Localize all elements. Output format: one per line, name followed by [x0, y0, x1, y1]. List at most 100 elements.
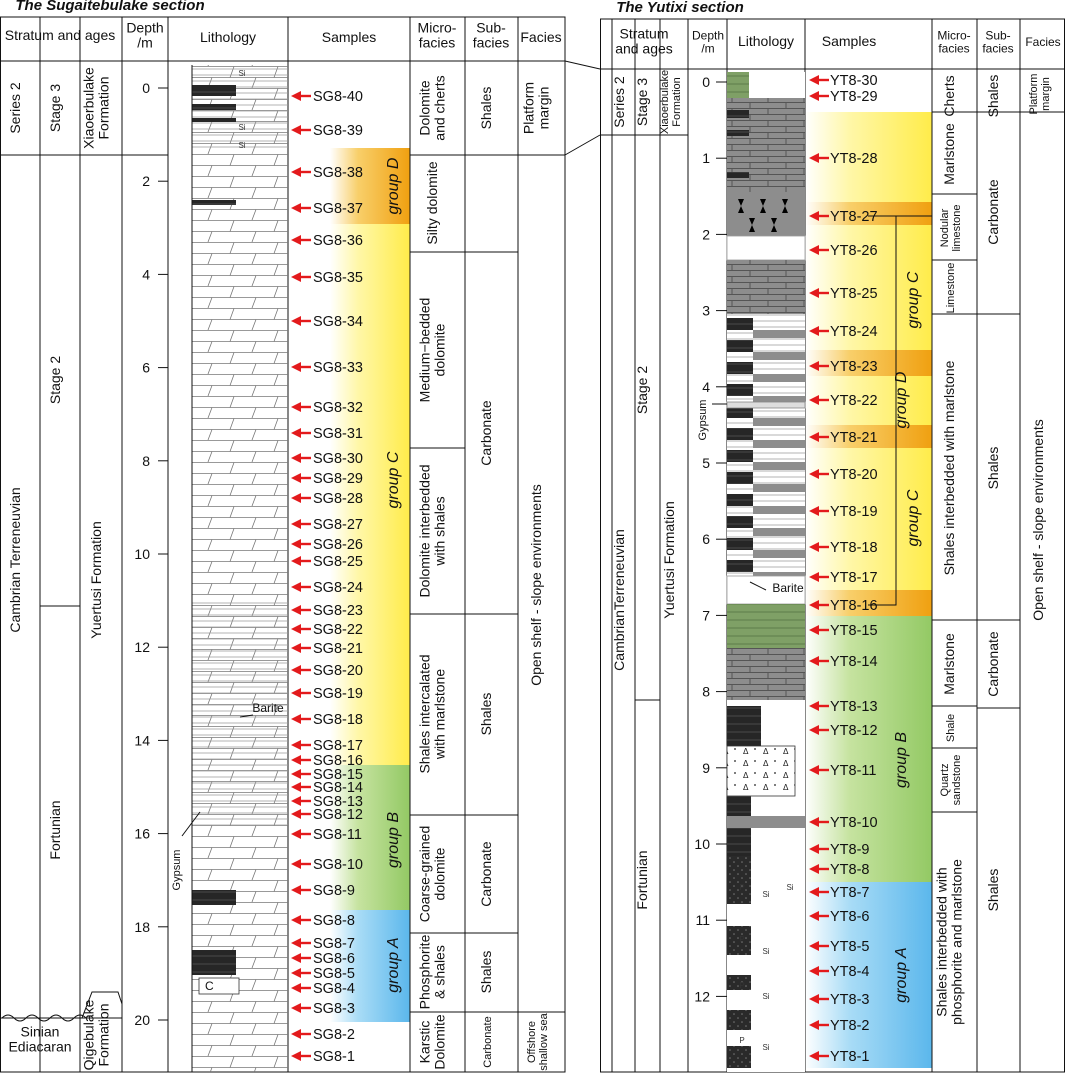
- microfacies-2-line: limestone: [951, 204, 963, 251]
- lithology-dark-bed-2: [192, 118, 236, 122]
- lith-letter-5-line: Si: [762, 992, 769, 1001]
- facies-2: Offshoreshallow sea: [526, 1012, 550, 1070]
- lithology-interbed-dark-6: [727, 450, 753, 462]
- depth-label-12-line: 12: [134, 639, 150, 655]
- sample-arrow-SG8-16-head: [291, 755, 301, 765]
- stage-2-label: Stage 2: [634, 366, 650, 414]
- lithology-shale-dark: [727, 706, 761, 746]
- microfacies-6: Shale: [945, 714, 957, 742]
- subfacies-1: Carbonate: [985, 179, 1001, 245]
- lithology-dots-0: [727, 856, 751, 882]
- sample-label-SG8-21: SG8-21: [313, 641, 363, 657]
- microfacies-7-line: Quartz: [939, 763, 951, 796]
- sample-arrow-YT8-5-head: [809, 941, 819, 951]
- header-samples: Samples: [822, 33, 876, 49]
- sample-arrow-SG8-12-head: [291, 809, 301, 819]
- sample-arrow-YT8-26-head: [809, 245, 819, 255]
- group-d-label: group D: [893, 371, 910, 428]
- lith-letter-2: P: [739, 935, 744, 944]
- facies-0: Platformmargin: [521, 82, 552, 134]
- microfacies-2: Nodularlimestone: [939, 204, 963, 251]
- subfacies-5-line: Carbonate: [482, 1016, 494, 1067]
- group-band-3: [330, 910, 410, 1022]
- series-terreneuvian-label-line: Cambrian Terreneuvian: [7, 487, 23, 632]
- microfacies-7: Quartzsandstone: [939, 755, 963, 806]
- header-depth-line: Depth: [692, 29, 724, 43]
- depth-label-18-line: 18: [134, 919, 150, 935]
- gypsum-label-line: Gypsum: [171, 850, 183, 891]
- depth-label-8-line: 8: [142, 453, 150, 469]
- header-facies: Facies: [520, 29, 561, 45]
- sample-arrow-SG8-28-head: [291, 493, 301, 503]
- sample-label-SG8-19: SG8-19: [313, 686, 363, 702]
- header-microfacies: Micro-facies: [937, 29, 970, 56]
- header-microfacies-line: facies: [419, 35, 456, 51]
- microfacies-2: Medium−beddeddolomite: [417, 298, 448, 403]
- lithology-dark-bed-5: [192, 890, 236, 905]
- lithology-phos-dark-1: [727, 926, 751, 955]
- barite-label-line: Barite: [252, 701, 284, 715]
- group-a-label-line: group A: [893, 947, 910, 1002]
- lith-letter-0: P: [739, 883, 744, 892]
- microfacies-7: KarsticDolomite: [417, 1014, 448, 1069]
- header-stratum-line: and ages: [615, 41, 673, 57]
- barite-leader: [239, 714, 254, 718]
- barite-label: Barite: [252, 701, 284, 715]
- lith-si-extra: Si: [786, 883, 793, 892]
- microfacies-0: Dolomiteand cherts: [417, 75, 448, 140]
- header-microfacies-line: Micro-: [418, 20, 457, 36]
- sample-label-YT8-22: YT8-22: [830, 393, 878, 409]
- depth-label-4-line: 4: [142, 266, 150, 282]
- subfacies-0: Shales: [478, 87, 494, 130]
- lithology-interbed-gray-4: [753, 418, 805, 426]
- series-terreneuvian-label-line: CambrianTerreneuvian: [611, 529, 627, 671]
- microfacies-5: Marlstone: [941, 633, 957, 695]
- lithology-interbed-dark-2: [727, 362, 753, 374]
- sample-arrow-SG8-20-head: [291, 665, 301, 675]
- depth-label-7: 7: [702, 607, 710, 623]
- sample-arrow-SG8-13-head: [291, 796, 301, 806]
- sample-label-SG8-6: SG8-6: [313, 951, 355, 967]
- header-subfacies-line: facies: [473, 35, 510, 51]
- depth-label-5-line: 5: [702, 455, 710, 471]
- group-d-label-line: group D: [385, 157, 402, 214]
- qigebulake-label: QigebulakeFormation: [81, 999, 112, 1070]
- sample-label-SG8-24: SG8-24: [313, 580, 363, 596]
- sample-label-YT8-11: YT8-11: [830, 763, 876, 779]
- facies-1-line: Open shelf - slope environments: [1030, 419, 1046, 621]
- sample-label-SG8-30: SG8-30: [313, 451, 363, 467]
- depth-label-2-line: 2: [702, 226, 710, 242]
- gypsum-label: Gypsum: [171, 850, 183, 891]
- xiaoerbulake-label-line: Formation: [671, 77, 683, 127]
- facies-0-line: Platform: [1028, 74, 1040, 115]
- group-b-label-line: group B: [893, 732, 910, 788]
- depth-label-1-line: 1: [702, 150, 710, 166]
- sample-label-YT8-12: YT8-12: [830, 723, 878, 739]
- sample-label-YT8-24: YT8-24: [830, 324, 878, 340]
- group-a-label: group A: [893, 947, 910, 1002]
- lithology-dark-1-2: [727, 172, 749, 178]
- lith-letter-1-line: Si: [762, 890, 769, 899]
- lithology-shales-marlstone: [192, 600, 288, 770]
- microfacies-4-line: with marlstone: [432, 669, 448, 760]
- depth-label-6: 6: [142, 360, 150, 376]
- group-d-label: group D: [385, 157, 402, 214]
- header-lithology-line: Lithology: [738, 33, 794, 49]
- sample-label-SG8-15: SG8-15: [313, 767, 363, 783]
- group-c-label-lower: group C: [905, 489, 922, 546]
- microfacies-0-line: Cherts: [941, 75, 957, 116]
- fortunian-label: Fortunian: [634, 850, 650, 909]
- yuertusi-label-line: Yuertusi Formation: [661, 501, 677, 619]
- group-c-label-upper-line: group C: [905, 271, 922, 328]
- header-lithology-line: Lithology: [200, 29, 256, 45]
- sample-label-YT8-3: YT8-3: [830, 992, 870, 1008]
- header-subfacies-line: Sub-: [985, 29, 1010, 43]
- depth-label-10: 10: [134, 546, 150, 562]
- sample-arrow-SG8-2-head: [291, 1029, 301, 1039]
- sample-label-YT8-1: YT8-1: [830, 1049, 870, 1065]
- depth-label-20: 20: [134, 1012, 150, 1028]
- sample-label-SG8-8: SG8-8: [313, 913, 355, 929]
